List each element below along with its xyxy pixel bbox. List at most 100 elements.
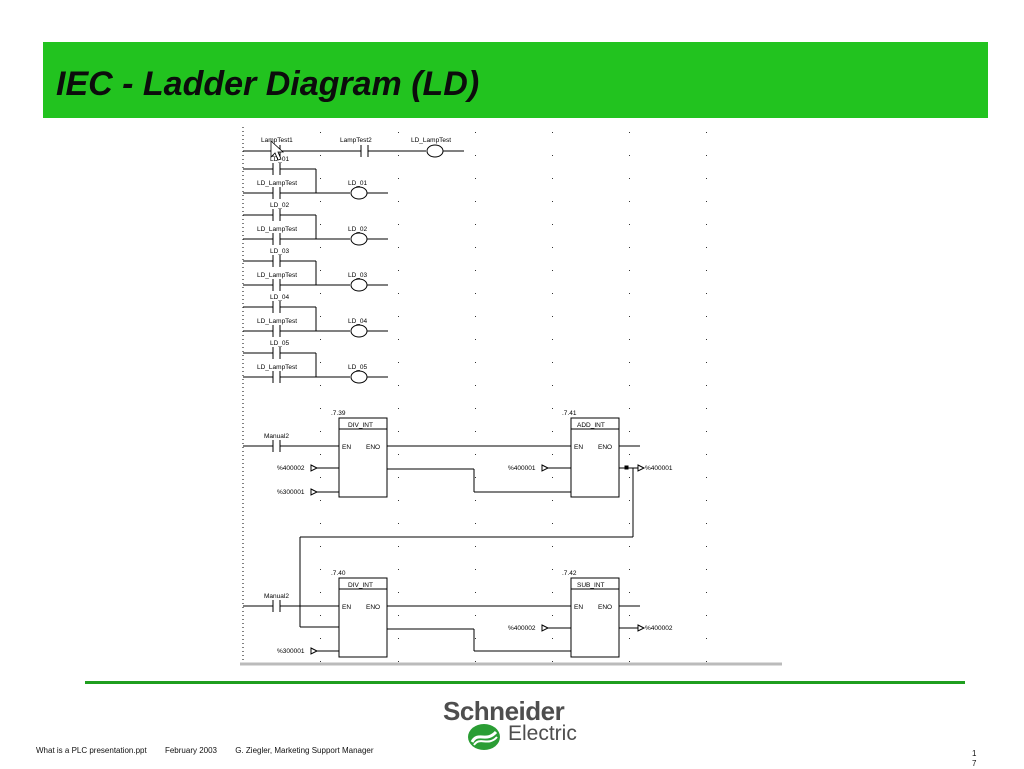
grid-dot [629, 385, 630, 386]
contact-label-lamptest2: LampTest2 [340, 137, 372, 144]
grid-dot [475, 477, 476, 478]
grid-dot [629, 270, 630, 271]
grid-dot [398, 247, 399, 248]
grid-dot [475, 247, 476, 248]
block-en: EN [574, 444, 583, 451]
block-id: .7.40 [331, 570, 346, 577]
var-label: %300001 [277, 648, 305, 655]
grid-dot [552, 339, 553, 340]
contact-label: LD_05 [270, 340, 290, 347]
grid-dot [552, 546, 553, 547]
grid-dot [629, 638, 630, 639]
grid-dot [629, 155, 630, 156]
grid-dot [320, 569, 321, 570]
block-eno: ENO [598, 604, 612, 611]
grid-dot [320, 293, 321, 294]
grid-dot [629, 661, 630, 662]
logo-mark-icon [468, 724, 500, 750]
grid-dot [475, 638, 476, 639]
logo-word-electric: Electric [508, 722, 577, 745]
grid-dot [320, 546, 321, 547]
block-name: DIV_INT [348, 582, 373, 589]
grid-dot [320, 362, 321, 363]
grid-dot [398, 132, 399, 133]
block-name: DIV_INT [348, 422, 373, 429]
contact-label: LD_LampTest [257, 226, 297, 233]
grid-dot [475, 431, 476, 432]
grid-dot [398, 385, 399, 386]
grid-dot [706, 477, 707, 478]
grid-dot [552, 454, 553, 455]
grid-dot [320, 454, 321, 455]
schneider-electric-logo: Schneider Electric [440, 697, 590, 755]
coil-label: LD_04 [348, 318, 368, 325]
grid-dot [552, 362, 553, 363]
footer-divider [85, 681, 965, 684]
grid-dot [552, 500, 553, 501]
var-label: %400002 [277, 465, 305, 472]
grid-dot [398, 569, 399, 570]
grid-dot [552, 293, 553, 294]
grid-dot [320, 224, 321, 225]
rung-ld-05: LD_05 LD_LampTest LD_05 [243, 340, 388, 384]
grid-dot [706, 500, 707, 501]
grid-dot [320, 132, 321, 133]
grid-dot [398, 454, 399, 455]
grid-dot [706, 661, 707, 662]
grid-dot [706, 155, 707, 156]
var-label: %400001 [508, 465, 536, 472]
grid-dot [475, 316, 476, 317]
grid-dot [706, 385, 707, 386]
grid-dot [398, 201, 399, 202]
grid-dot [552, 523, 553, 524]
grid-dot [320, 431, 321, 432]
block-en: EN [342, 444, 351, 451]
grid-dot [629, 132, 630, 133]
grid-dot [475, 155, 476, 156]
grid-dot [629, 615, 630, 616]
rung-ld-04: LD_04 LD_LampTest LD_04 [243, 294, 388, 338]
grid-dot [629, 293, 630, 294]
grid-dot [629, 454, 630, 455]
grid-dot [398, 270, 399, 271]
manual-label: Manual2 [264, 593, 289, 600]
grid-dot [320, 408, 321, 409]
contact-label: LD_LampTest [257, 272, 297, 279]
ladder-diagram-canvas: LampTest1 LampTest2 LD_LampTest LD_01 LD… [240, 127, 782, 666]
grid-dot [475, 615, 476, 616]
var-label: %400001 [645, 465, 673, 472]
grid-dot [398, 339, 399, 340]
grid-dot [706, 293, 707, 294]
grid-dot [475, 454, 476, 455]
grid-dot [706, 615, 707, 616]
block-en: EN [574, 604, 583, 611]
slide-title: IEC - Ladder Diagram (LD) [56, 65, 480, 103]
footer-date: February 2003 [164, 746, 217, 755]
grid-dot [475, 523, 476, 524]
grid-dot [552, 661, 553, 662]
grid-dot [706, 224, 707, 225]
grid-dot [320, 523, 321, 524]
footer-author: G. Ziegler, Marketing Support Manager [235, 746, 374, 755]
var-label: %400002 [645, 625, 673, 632]
grid-dot [552, 178, 553, 179]
var-label: %400002 [508, 625, 536, 632]
block-en: EN [342, 604, 351, 611]
block-sub-int [570, 577, 620, 658]
grid-dot [706, 592, 707, 593]
coil-label-top: LD_LampTest [411, 137, 451, 144]
grid-dot [629, 247, 630, 248]
grid-dot [552, 638, 553, 639]
grid-dot [475, 661, 476, 662]
grid-dot [475, 224, 476, 225]
grid-dot [629, 362, 630, 363]
grid-dot [552, 431, 553, 432]
grid-dot [320, 247, 321, 248]
block-id: .7.41 [562, 410, 577, 417]
grid-dot [320, 477, 321, 478]
grid-dot [552, 132, 553, 133]
grid-dot [320, 339, 321, 340]
fbd-network-1 [243, 417, 646, 628]
block-div-int-1 [338, 417, 388, 498]
grid-dots [320, 132, 707, 662]
